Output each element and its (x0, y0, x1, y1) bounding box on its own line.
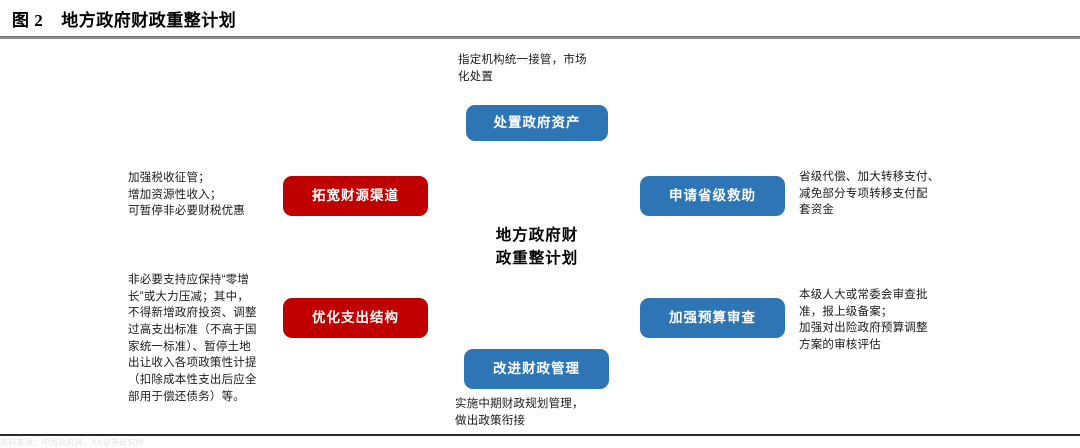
figure-title-text: 地方政府财政重整计划 (61, 11, 237, 30)
note-dispose-assets: 指定机构统一接管，市场 化处置 (458, 54, 587, 83)
node-improve-mgmt[interactable]: 改进财政管理 (464, 349, 609, 389)
note-optimize-spend: 非必要支持应保持“零增 长”或大力压减；其中， 不得新增政府投资、调整 过高支出… (128, 274, 257, 403)
node-optimize-spend[interactable]: 优化支出结构 (283, 298, 428, 338)
note-broaden-revenue: 加强税收征管； 增加资源性收入； 可暂停非必要财税优惠 (128, 172, 245, 218)
center-label: 地方政府财 政重整计划 (495, 227, 579, 268)
node-provincial-aid[interactable]: 申请省级救助 (640, 176, 785, 216)
bottom-divider (0, 434, 1080, 436)
diagram-canvas: 指定机构统一接管，市场 化处置 处置政府资产 加强税收征管； 增加资源性收入； … (0, 39, 1080, 428)
node-dispose-assets[interactable]: 处置政府资产 (466, 105, 608, 141)
page-title: 图 2 地方政府财政重整计划 (12, 6, 236, 31)
figure-header: 图 2 地方政府财政重整计划 (0, 0, 1080, 39)
node-budget-review[interactable]: 加强预算审查 (640, 298, 785, 338)
source-note: 资料来源：中国政府网，XX证券研究所 (0, 438, 145, 447)
note-improve-mgmt: 实施中期财政规划管理， 做出政策衔接 (455, 398, 584, 427)
note-budget-review: 本级人大或常委会审查批 准，报上级备案； 加强对出险政府预算调整 方案的审核评估 (799, 289, 928, 352)
figure-number: 图 2 (12, 11, 44, 30)
title-divider (0, 36, 1080, 39)
note-provincial-aid: 省级代偿、加大转移支付、 减免部分专项转移支付配 套资金 (799, 171, 940, 217)
node-broaden-revenue[interactable]: 拓宽财源渠道 (283, 176, 428, 216)
